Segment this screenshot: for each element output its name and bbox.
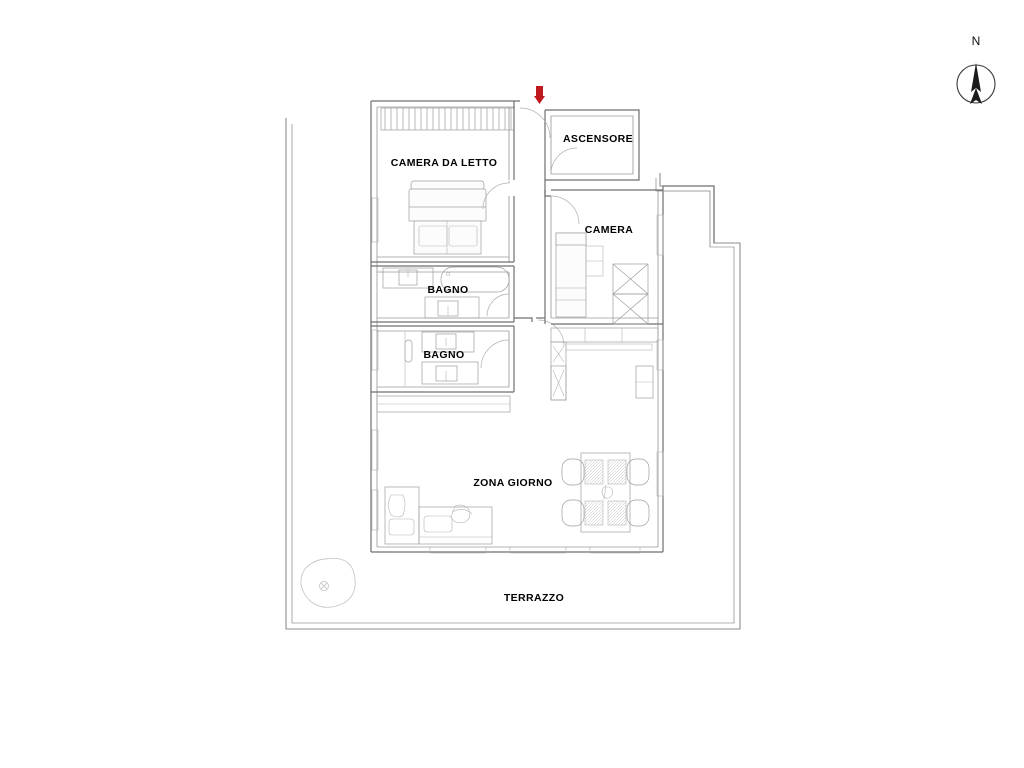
sectional-sofa bbox=[384, 486, 493, 545]
compass-label-north: N bbox=[972, 34, 981, 48]
chair bbox=[561, 458, 585, 486]
compass-north bbox=[956, 63, 996, 104]
potted-plant-icon bbox=[300, 557, 356, 608]
bathtub-bagno-1 bbox=[440, 266, 510, 293]
room-camera bbox=[551, 232, 663, 325]
room-label-ascensore: ASCENSORE bbox=[563, 133, 633, 145]
entry-door bbox=[519, 107, 580, 225]
sink-bagno-2 bbox=[421, 331, 475, 353]
chair bbox=[626, 458, 650, 486]
room-label-camera: CAMERA bbox=[585, 224, 633, 236]
bed-master bbox=[408, 180, 487, 255]
room-bagno-1 bbox=[371, 265, 515, 323]
room-label-bagno-1: BAGNO bbox=[427, 284, 468, 296]
room-label-bagno-2: BAGNO bbox=[423, 349, 464, 361]
kitchen-area bbox=[550, 327, 659, 401]
sink-bagno-1 bbox=[382, 267, 434, 289]
room-label-zona-giorno: ZONA GIORNO bbox=[473, 477, 552, 489]
window-openings bbox=[371, 197, 664, 554]
chair bbox=[626, 499, 650, 527]
chair bbox=[561, 499, 585, 527]
dining-set bbox=[561, 452, 650, 533]
room-label-terrazzo: TERRAZZO bbox=[504, 592, 564, 604]
toilet-bagno-2 bbox=[421, 361, 479, 385]
entrance-arrow-icon bbox=[534, 86, 545, 104]
shower-bagno-2 bbox=[404, 332, 413, 386]
living-storage-wall bbox=[376, 395, 511, 413]
room-camera-da-letto bbox=[371, 101, 515, 263]
room-bagno-2 bbox=[371, 325, 515, 393]
toilet-bagno-1 bbox=[424, 296, 480, 319]
wardrobe-camera bbox=[612, 263, 649, 325]
bed-camera bbox=[555, 232, 604, 318]
hall-doors bbox=[514, 190, 565, 347]
room-label-camera-da-letto: CAMERA DA LETTO bbox=[391, 157, 498, 169]
